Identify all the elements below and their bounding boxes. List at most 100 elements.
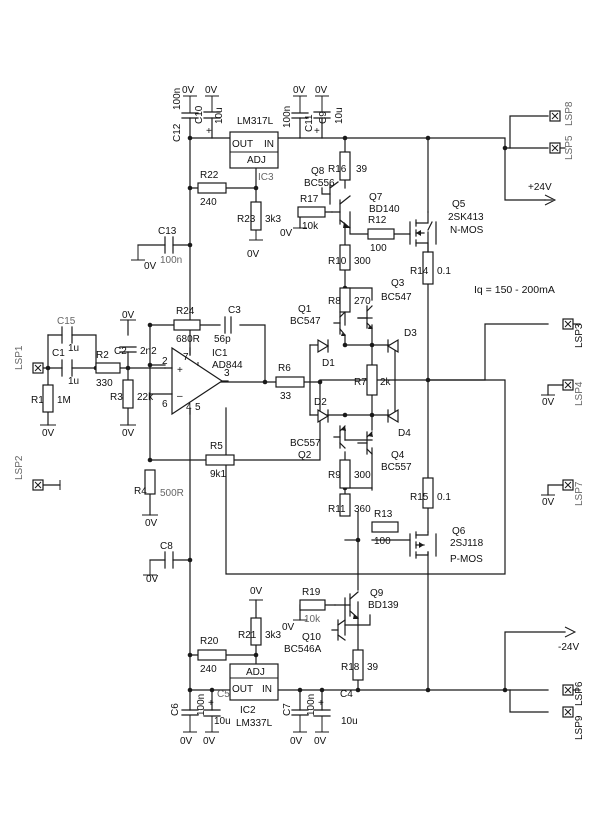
gnd-r1: 0V — [40, 424, 56, 439]
r4-ref: R4 — [134, 486, 147, 497]
gnd-r3-label: 0V — [122, 428, 135, 439]
c4-plus: + — [318, 698, 324, 709]
connector-lsp1: LSP1 — [14, 345, 44, 374]
capacitor-c3 — [224, 316, 232, 334]
q5-part: 2SK413 — [448, 212, 484, 223]
q4-ref: Q4 — [391, 450, 405, 461]
transistor-q4: Q4 BC557 — [357, 431, 412, 473]
q4-part: BC557 — [381, 462, 412, 473]
c4-value: 10u — [341, 716, 358, 727]
r13-ref: R13 — [374, 509, 393, 520]
d1-ref: D1 — [322, 358, 335, 369]
r3-value: 22k — [137, 392, 154, 403]
lsp1-ref: LSP1 — [14, 345, 25, 370]
c10-ref: C10 — [194, 105, 205, 124]
r9-value: 300 — [354, 470, 371, 481]
gnd-r17: 0V — [280, 227, 307, 239]
r4-value: 500R — [160, 488, 184, 499]
gnd-r1-label: 0V — [42, 428, 55, 439]
opamp-ref: IC1 — [212, 348, 228, 359]
gnd-c13-label: 0V — [144, 261, 157, 272]
connector-lsp6: LSP6 — [562, 681, 585, 706]
c2-ref: C2 — [114, 346, 127, 357]
lsp9-ref: LSP9 — [574, 715, 585, 740]
resistor-r8 — [339, 287, 351, 313]
gnd-c10: 0V — [205, 85, 219, 112]
diode-d3: D3 — [386, 328, 417, 354]
q10-part: BC546A — [284, 644, 322, 655]
r9-ref: R9 — [328, 470, 341, 481]
gnd-c7: 0V — [290, 715, 307, 747]
c1-value: 1u — [68, 376, 79, 387]
r16-value: 39 — [356, 164, 368, 175]
resistor-r1 — [42, 384, 54, 413]
connector-lsp9: LSP9 — [562, 706, 585, 740]
c15-value: 1u — [68, 343, 79, 354]
capacitor-c15 — [61, 326, 73, 344]
resistor-r7 — [366, 364, 378, 396]
reg-ic3-in-pin: IN — [264, 139, 274, 150]
opamp-pin-6: 6 — [162, 399, 168, 410]
r20-ref: R20 — [200, 636, 219, 647]
c6-ref: C6 — [170, 703, 181, 716]
c11-value: 100n — [282, 106, 293, 128]
r19-value: 10k — [304, 614, 321, 625]
resistor-r21 — [250, 617, 262, 646]
reg-ic2-ref: IC2 — [240, 705, 256, 716]
opamp-part: AD844 — [212, 360, 243, 371]
resistor-r9 — [339, 459, 351, 489]
connectors: LSP1 LSP2 LSP3 LSP4 LSP5 LSP6 — [14, 101, 585, 740]
r11-value: 360 — [354, 504, 371, 515]
resistor-r5 — [205, 454, 235, 466]
diode-d1: D1 — [309, 338, 335, 369]
transistor-q8: Q8 BC556 — [304, 166, 339, 205]
reg-ic2-in-pin: IN — [262, 684, 272, 695]
r6-value: 33 — [280, 391, 292, 402]
resistors: R1 1M R2 330 R3 22k R4 500R R5 9k1 R6 33… — [31, 151, 451, 681]
gnd-lsp2 — [52, 480, 61, 490]
regulator-ic2-body — [229, 663, 279, 701]
c10-value: 10u — [214, 107, 225, 124]
q9-ref: Q9 — [370, 588, 384, 599]
opamp-pin-3: 3 — [224, 368, 230, 379]
capacitor-c13 — [164, 236, 174, 254]
junctions — [45, 135, 508, 693]
transistor-q9: Q9 BD139 — [334, 588, 399, 619]
r8-value: 270 — [354, 296, 371, 307]
r23-value: 3k3 — [265, 214, 282, 225]
c13-value: 100n — [160, 255, 182, 266]
gnd-c10-label: 0V — [205, 85, 218, 96]
r3-ref: R3 — [110, 392, 123, 403]
q3-ref: Q3 — [391, 278, 405, 289]
r10-ref: R10 — [328, 256, 347, 267]
r7-ref: R7 — [354, 377, 367, 388]
resistor-r6 — [275, 376, 305, 388]
lsp7-ref: LSP7 — [574, 481, 585, 506]
reg-ic2-adj-pin: ADJ — [246, 667, 265, 678]
pos-supply-arrow-icon — [544, 194, 557, 206]
gnd-lsp7: 0V — [541, 494, 555, 508]
c11-ref: C11 — [304, 114, 315, 132]
gnd-r17-label: 0V — [280, 228, 293, 239]
r6-ref: R6 — [278, 363, 291, 374]
c7-ref: C7 — [282, 703, 293, 716]
c4-ref: C4 — [340, 689, 353, 700]
r24-value: 680R — [176, 334, 200, 345]
resistor-r10 — [339, 244, 351, 271]
transistor-q10: Q10 BC546A — [284, 619, 346, 655]
capacitor-c1 — [61, 359, 73, 377]
gnd-c8-label: 0V — [146, 574, 159, 585]
resistor-r4 — [144, 469, 156, 495]
r24-ref: R24 — [176, 306, 195, 317]
r17-value: 10k — [302, 221, 319, 232]
q3-part: BC547 — [381, 292, 412, 303]
resistor-r3 — [122, 379, 134, 409]
r22-ref: R22 — [200, 170, 219, 181]
resistor-r13 — [371, 521, 399, 533]
gnd-c6: 0V — [180, 715, 197, 747]
gnd-c6-label: 0V — [180, 736, 193, 747]
r19-ref: R19 — [302, 587, 321, 598]
q6-part: 2SJ118 — [450, 538, 484, 549]
regulator-ic3-body — [229, 131, 279, 169]
